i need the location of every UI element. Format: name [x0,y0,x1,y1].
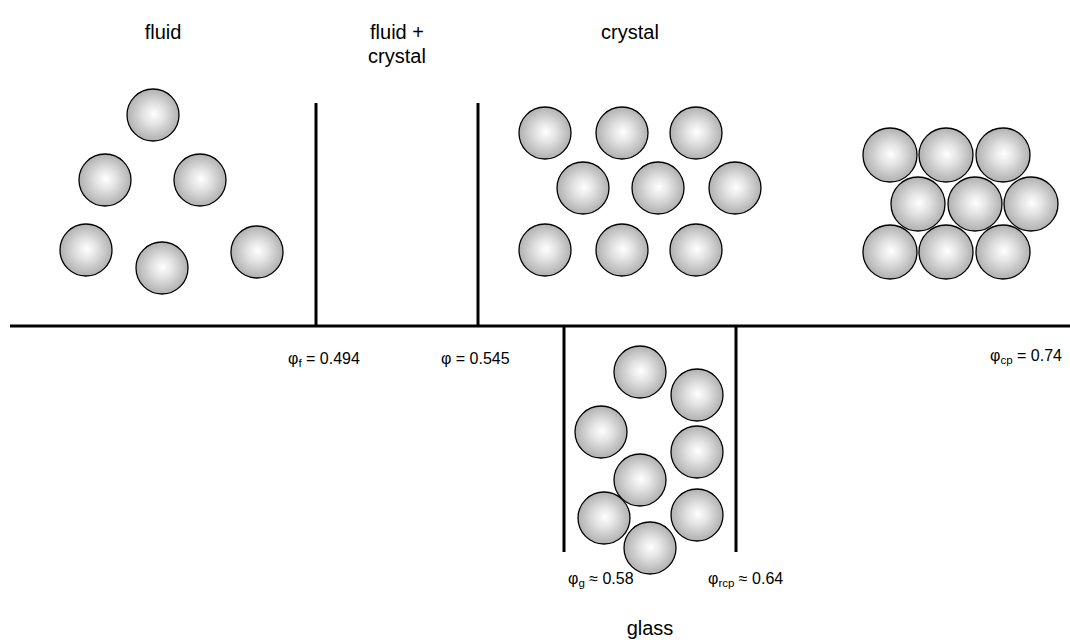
sphere [575,406,627,458]
sphere [670,224,722,276]
sphere [596,224,648,276]
sphere [976,128,1030,182]
subscript: rcp [718,577,734,589]
phase-axis [10,103,1070,552]
boundary-line [735,326,738,552]
sphere [863,128,917,182]
volume-fraction: φg ≈ 0.58 [568,569,634,588]
subscript: f [298,357,301,369]
sphere [60,224,112,276]
sphere [127,89,179,141]
boundary-line [477,103,480,326]
sphere [519,224,571,276]
boundary-line [563,326,566,552]
axis-line [10,325,1070,328]
phase-label: fluid [145,20,182,44]
sphere [557,162,609,214]
sphere [79,154,131,206]
sphere [976,225,1030,279]
boundary-line [315,103,318,326]
volume-fraction: φcp = 0.74 [990,346,1062,365]
sphere [671,489,723,541]
sphere [578,492,630,544]
sphere [671,369,723,421]
sphere [919,128,973,182]
sphere [919,225,973,279]
sphere [670,107,722,159]
sphere [596,107,648,159]
sphere [624,522,676,574]
sphere [614,346,666,398]
sphere [519,107,571,159]
phase-label: fluid + crystal [368,20,426,68]
volume-fraction: φf = 0.494 [288,349,360,368]
volume-fraction: φ = 0.545 [441,349,510,368]
phase-label: glass [627,616,674,640]
subscript: g [578,577,584,589]
sphere [709,162,761,214]
phase-label: crystal [601,20,659,44]
sphere [671,426,723,478]
sphere [1004,177,1058,231]
sphere [136,242,188,294]
sphere [948,177,1002,231]
volume-fraction: φrcp ≈ 0.64 [708,569,783,588]
sphere [632,162,684,214]
subscript: cp [1000,354,1012,366]
sphere [174,154,226,206]
spheres [60,89,1058,574]
sphere [863,225,917,279]
sphere [231,226,283,278]
sphere [891,177,945,231]
